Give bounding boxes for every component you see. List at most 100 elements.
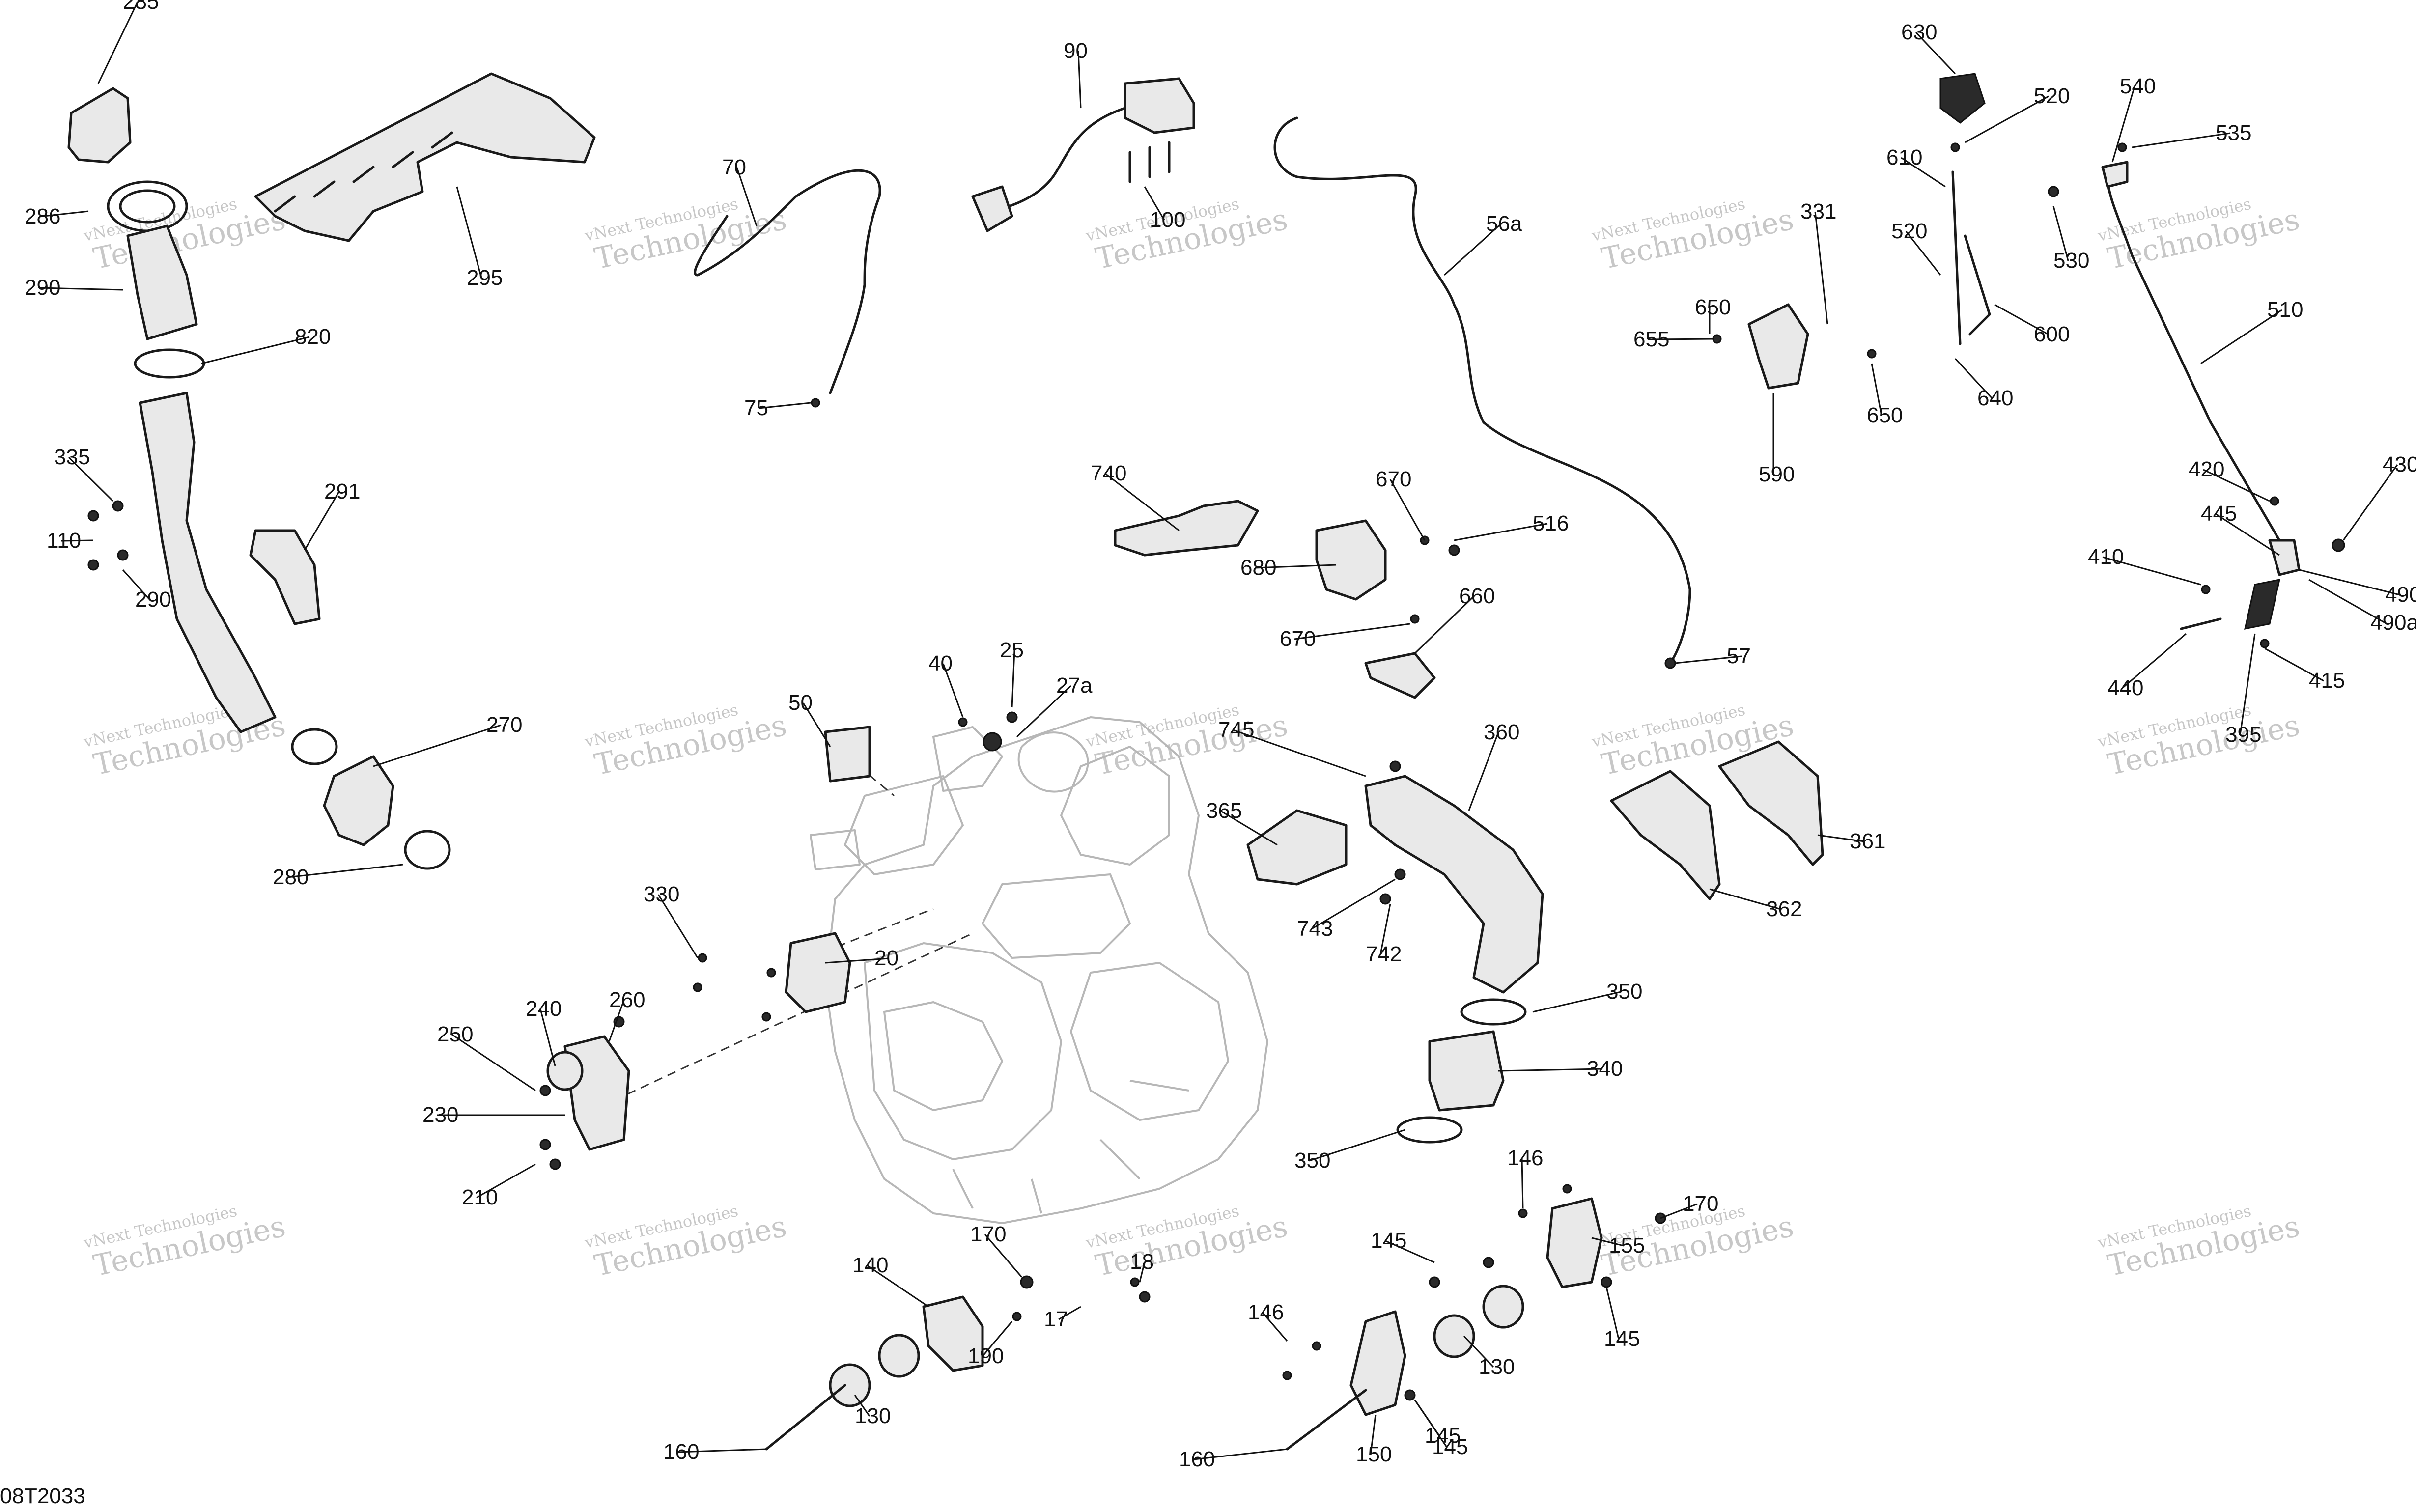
callout-label: 520 [1891,219,1927,243]
leader-line [657,894,699,958]
part-160-bolt-b [1286,1389,1367,1451]
leader-line [854,1395,871,1417]
part-440-pin [2180,617,2222,630]
leader-line [1817,834,1865,842]
part-360-duct [1364,775,1544,994]
callout-label: 50 [788,691,813,715]
leader-line [39,287,123,291]
leader-line [1954,358,1993,399]
callout-label: 145 [1371,1229,1406,1253]
callout-label: 40 [928,651,953,675]
callout-label: 820 [295,325,331,349]
leader-line [97,1,139,84]
callout-label: 516 [1533,511,1569,535]
callout-label: 743 [1297,917,1333,941]
part-100-bolts [1128,141,1171,183]
callout-label: 330 [644,882,679,906]
leader-line [1058,1306,1081,1320]
part-350-clamp-bottom [1396,1116,1463,1144]
part-70-cable [694,169,881,394]
callout-label: 146 [1248,1300,1284,1324]
leader-line [373,724,502,767]
callout-label: 362 [1766,897,1802,921]
part-445-rod-end [2268,539,2301,576]
callout-label: 365 [1206,799,1242,823]
callout-label: 742 [1366,942,1402,966]
leader-line [2264,647,2324,682]
callout-label: 145 [1604,1327,1640,1351]
leader-line [1468,732,1499,811]
leader-line [1498,1068,1602,1072]
callout-label: 610 [1886,145,1922,169]
callout-label: 350 [1294,1148,1330,1173]
part-680-bracket [1315,519,1387,601]
leader-line [456,186,482,279]
leader-line [867,1264,929,1308]
leader-line [1675,655,1742,664]
leader-line [2052,206,2069,261]
leader-line [304,491,340,551]
leader-line [1309,1129,1405,1162]
leader-line [201,336,310,364]
callout-label: 285 [123,0,159,14]
leader-line [287,864,403,878]
callout-label: 590 [1759,462,1795,486]
leader-line [1605,1287,1620,1340]
leader-line [1521,1158,1524,1209]
leader-line [1901,157,1946,188]
callout-label: 140 [852,1253,888,1277]
callout-label: 520 [2034,84,2070,108]
part-660-shield [1364,652,1436,699]
leader-line [1193,1448,1288,1460]
leader-line [1294,623,1410,640]
callout-label: 70 [722,155,746,179]
leader-line [825,957,890,964]
leader-line [539,1008,556,1066]
leader-line [1965,95,2049,143]
leader-line [39,210,89,218]
leader-line [2102,556,2201,586]
callout-label: 490 [2385,583,2416,607]
callout-label: 160 [663,1440,699,1464]
callout-label: 415 [2309,669,2345,693]
callout-label: 155 [1609,1233,1645,1258]
callout-label: 740 [1091,461,1126,485]
callout-label: 395 [2225,723,2261,747]
part-630-knob [1939,73,1986,124]
callout-label: 250 [437,1022,473,1046]
callout-label: 130 [855,1404,891,1428]
leader-line [1905,231,1941,276]
leader-line [1077,51,1082,109]
callout-label: 360 [1484,720,1519,744]
callout-label: 260 [609,988,645,1012]
part-350-clamp-top [1460,998,1527,1026]
callout-label: 440 [2107,676,2143,700]
part-365-adaptor [1246,809,1348,886]
callout-label: 290 [135,588,171,612]
callout-label: 56a [1486,212,1522,236]
callout-label: 490a [2370,611,2416,635]
leader-line [122,569,151,601]
callout-label: 335 [54,445,90,469]
leader-line [1443,223,1502,276]
leader-line [677,1448,767,1453]
leader-line [1220,810,1278,846]
part-285-cap [67,87,132,164]
callout-label: 291 [324,479,360,504]
part-290-tube-lower [139,392,277,733]
leader-line [942,663,964,718]
callout-label: 510 [2267,298,2303,322]
callout-label: 190 [968,1344,1004,1368]
leader-line [1311,878,1396,930]
part-155-bracket [1546,1197,1603,1288]
callout-label: 410 [2088,545,2124,569]
part-90-switch [1124,77,1195,134]
